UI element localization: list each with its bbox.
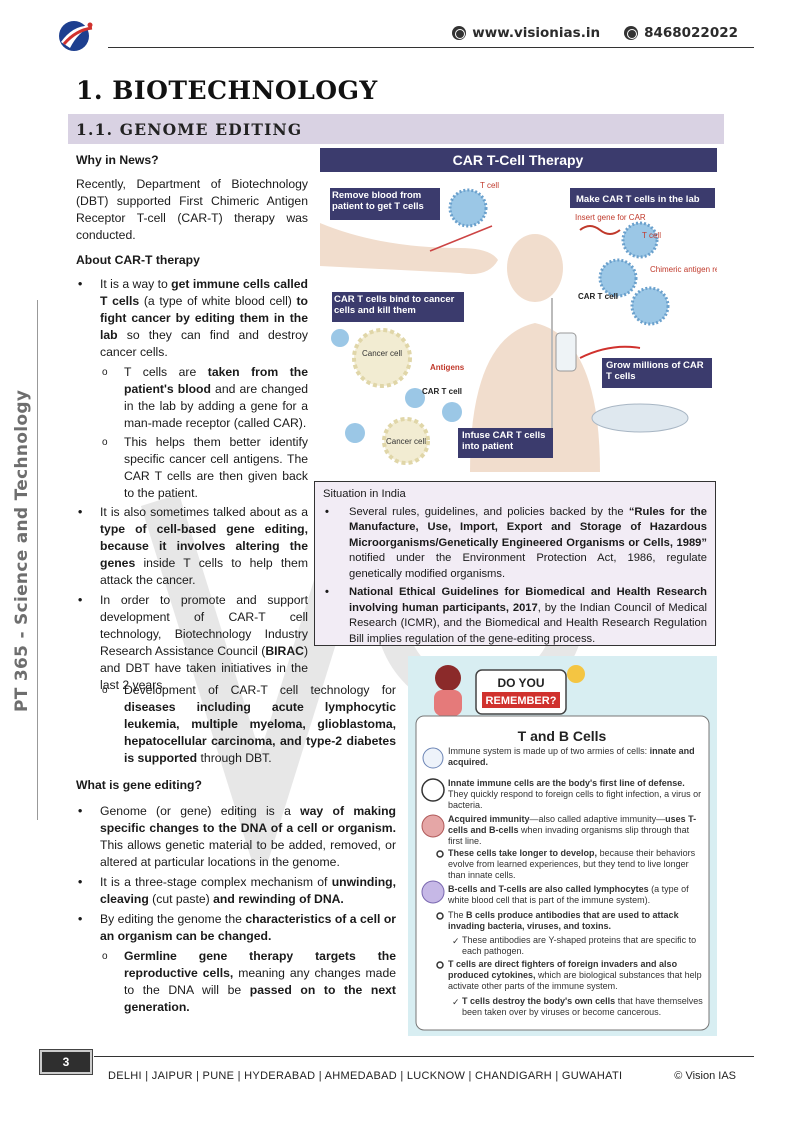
- label-t-cell-2: T cell: [642, 231, 661, 240]
- label-insert-gene: Insert gene for CAR: [575, 213, 646, 222]
- label-car-t-cell: CAR T cell: [578, 292, 618, 301]
- step-bind-kill: CAR T cells bind to cancer cells and kil…: [334, 294, 455, 316]
- vision-logo-icon: [59, 21, 93, 51]
- about-bullet-2: It is also sometimes talked about as a t…: [76, 504, 308, 589]
- gene-bullet-1: Genome (or gene) editing is a way of mak…: [76, 803, 396, 871]
- footer-rule: [94, 1056, 754, 1057]
- label-car-t-cell-2: CAR T cell: [422, 387, 462, 396]
- check-icon: ✓: [452, 937, 460, 947]
- about-bullet-1: It is a way to get immune cells called T…: [76, 276, 308, 361]
- left-column: Why in News? Recently, Department of Bio…: [76, 152, 308, 697]
- step-remove-blood: Remove blood from patient to get T cells: [332, 190, 424, 212]
- situation-bullet-2: National Ethical Guidelines for Biomedic…: [323, 585, 707, 647]
- footer-copyright: © Vision IAS: [674, 1070, 736, 1082]
- step-make-car: Make CAR T cells in the lab: [576, 194, 700, 205]
- remember-item-1: Immune system is made up of two armies o…: [448, 746, 695, 767]
- gene-editing-title: What is gene editing?: [76, 778, 202, 792]
- header-contact: www.visionias.in 8468022022: [452, 25, 738, 41]
- footer-cities: DELHI | JAIPUR | PUNE | HYDERABAD | AHME…: [108, 1070, 623, 1082]
- step-grow: Grow millions of CAR T cells: [606, 360, 704, 382]
- remember-item-2: Innate immune cells are the body's first…: [448, 778, 702, 810]
- situation-title: Situation in India: [323, 488, 406, 500]
- remember-item-4: These cells take longer to develop, beca…: [448, 848, 696, 880]
- page-number: 3: [39, 1049, 93, 1075]
- left-column-lower: Development of CAR-T cell technology for…: [76, 682, 396, 1018]
- why-in-news-body: Recently, Department of Biotechnology (D…: [76, 177, 308, 242]
- section-bar: [68, 114, 724, 144]
- side-rule: [37, 300, 38, 820]
- about-sub-2: This helps them better identify specific…: [76, 434, 308, 502]
- situation-bullet-1: Several rules, guidelines, and policies …: [323, 505, 707, 583]
- bulb-icon: [567, 665, 585, 683]
- header-rule: [108, 47, 754, 48]
- label-antigens: Antigens: [430, 363, 465, 372]
- gene-bullet-3: By editing the genome the characteristic…: [76, 911, 396, 945]
- about-sub-1: T cells are taken from the patient's blo…: [76, 364, 308, 432]
- phone-number: 8468022022: [644, 25, 738, 41]
- car-t-cell-figure: CAR T-Cell Therapy Remove blood from pat…: [320, 148, 717, 472]
- about-title: About CAR-T therapy: [76, 253, 200, 267]
- remember-item-5: B-cells and T-cells are also called lymp…: [448, 884, 689, 905]
- gene-bullet-2: It is a three-stage complex mechanism of…: [76, 874, 396, 908]
- label-cancer-cell-2: Cancer cell: [386, 437, 426, 446]
- website-link[interactable]: www.visionias.in: [472, 25, 601, 41]
- why-in-news-title: Why in News?: [76, 153, 159, 167]
- label-cancer-cell-1: Cancer cell: [362, 349, 402, 358]
- person-icon: [435, 665, 461, 691]
- badge-line-1: DO YOU: [497, 676, 544, 690]
- section-title: 1.1. GENOME EDITING: [76, 120, 303, 139]
- remember-item-7: These antibodies are Y-shaped proteins t…: [462, 935, 697, 956]
- immune-army-icon: [422, 747, 444, 769]
- do-you-remember-box: DO YOU REMEMBER? T and B Cells Immune sy…: [408, 656, 717, 1036]
- phone-icon: [624, 26, 639, 40]
- remember-title: T and B Cells: [518, 728, 607, 744]
- remember-item-6: The B cells produce antibodies that are …: [448, 910, 679, 931]
- about-bullet-3: In order to promote and support developm…: [76, 592, 308, 694]
- label-receptor: Chimeric antigen receptor (CAR): [650, 265, 717, 274]
- remember-item-3: Acquired immunity—also called adaptive i…: [448, 814, 697, 846]
- about-sub-3: Development of CAR-T cell technology for…: [76, 682, 396, 767]
- remember-item-8: T cells are direct fighters of foreign i…: [448, 959, 702, 991]
- step-infuse: Infuse CAR T cells into patient: [462, 430, 546, 452]
- figure-title: CAR T-Cell Therapy: [453, 152, 584, 168]
- gene-sub-1: Germline gene therapy targets the reprod…: [76, 948, 396, 1016]
- chapter-title: 1. BIOTECHNOLOGY: [76, 76, 378, 105]
- lymphocyte-icon: [421, 880, 445, 904]
- label-t-cell: T cell: [480, 181, 499, 190]
- check-icon-2: ✓: [452, 998, 460, 1008]
- badge-line-2: REMEMBER?: [486, 695, 557, 707]
- acquired-cell-icon: [421, 814, 445, 838]
- side-title: PT 365 - Science and Technology: [12, 389, 32, 712]
- situation-box: Situation in India Several rules, guidel…: [314, 481, 716, 646]
- globe-icon: [452, 26, 467, 40]
- innate-cell-icon: [421, 778, 445, 802]
- remember-item-9: T cells destroy the body's own cells tha…: [462, 996, 703, 1017]
